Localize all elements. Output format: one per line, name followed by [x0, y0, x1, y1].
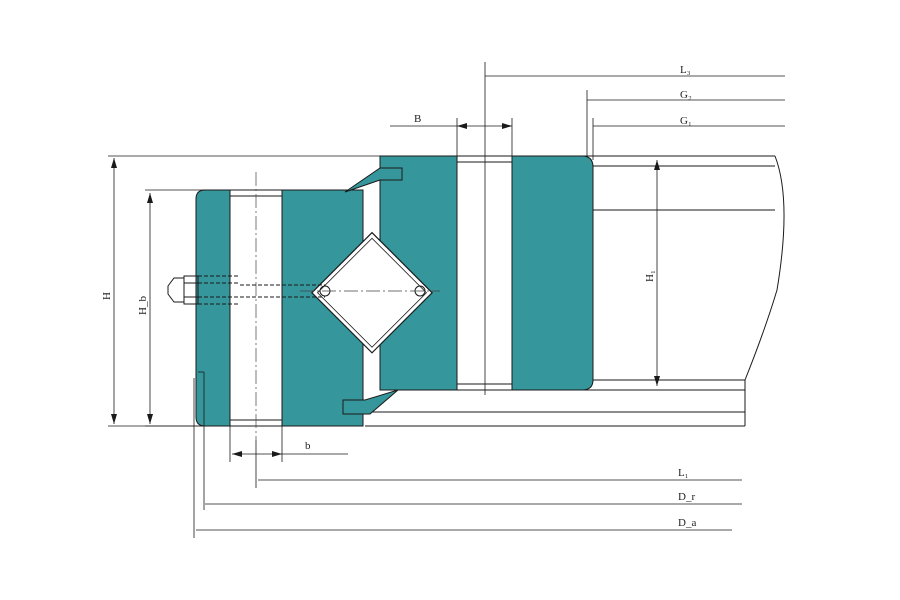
label-B: B	[414, 113, 421, 125]
label-L1: L₁	[678, 467, 689, 479]
label-H: H	[101, 292, 113, 300]
label-Dr: D_r	[678, 491, 695, 503]
label-G2: G₂	[680, 89, 692, 101]
bottom-dimension-lines	[193, 371, 742, 538]
top-seal	[344, 167, 403, 193]
top-dimension-lines	[390, 62, 785, 395]
label-Da: D_a	[678, 517, 696, 529]
label-b: b	[305, 440, 311, 452]
left-dimension-lines	[108, 155, 380, 427]
dimension-labels: L₃ G₂ G₁ B H H_b H₁ b L₁ D_r D_a	[101, 64, 696, 529]
label-G1: G₁	[680, 115, 692, 127]
label-Hb: H_b	[137, 296, 149, 315]
grease-nipple	[167, 275, 325, 305]
bottom-seal	[342, 389, 399, 415]
roller-raceway	[300, 231, 440, 354]
inner-ring	[195, 172, 364, 440]
label-H1: H₁	[644, 270, 656, 282]
label-L3: L₃	[680, 64, 691, 76]
outer-ring	[379, 155, 594, 391]
